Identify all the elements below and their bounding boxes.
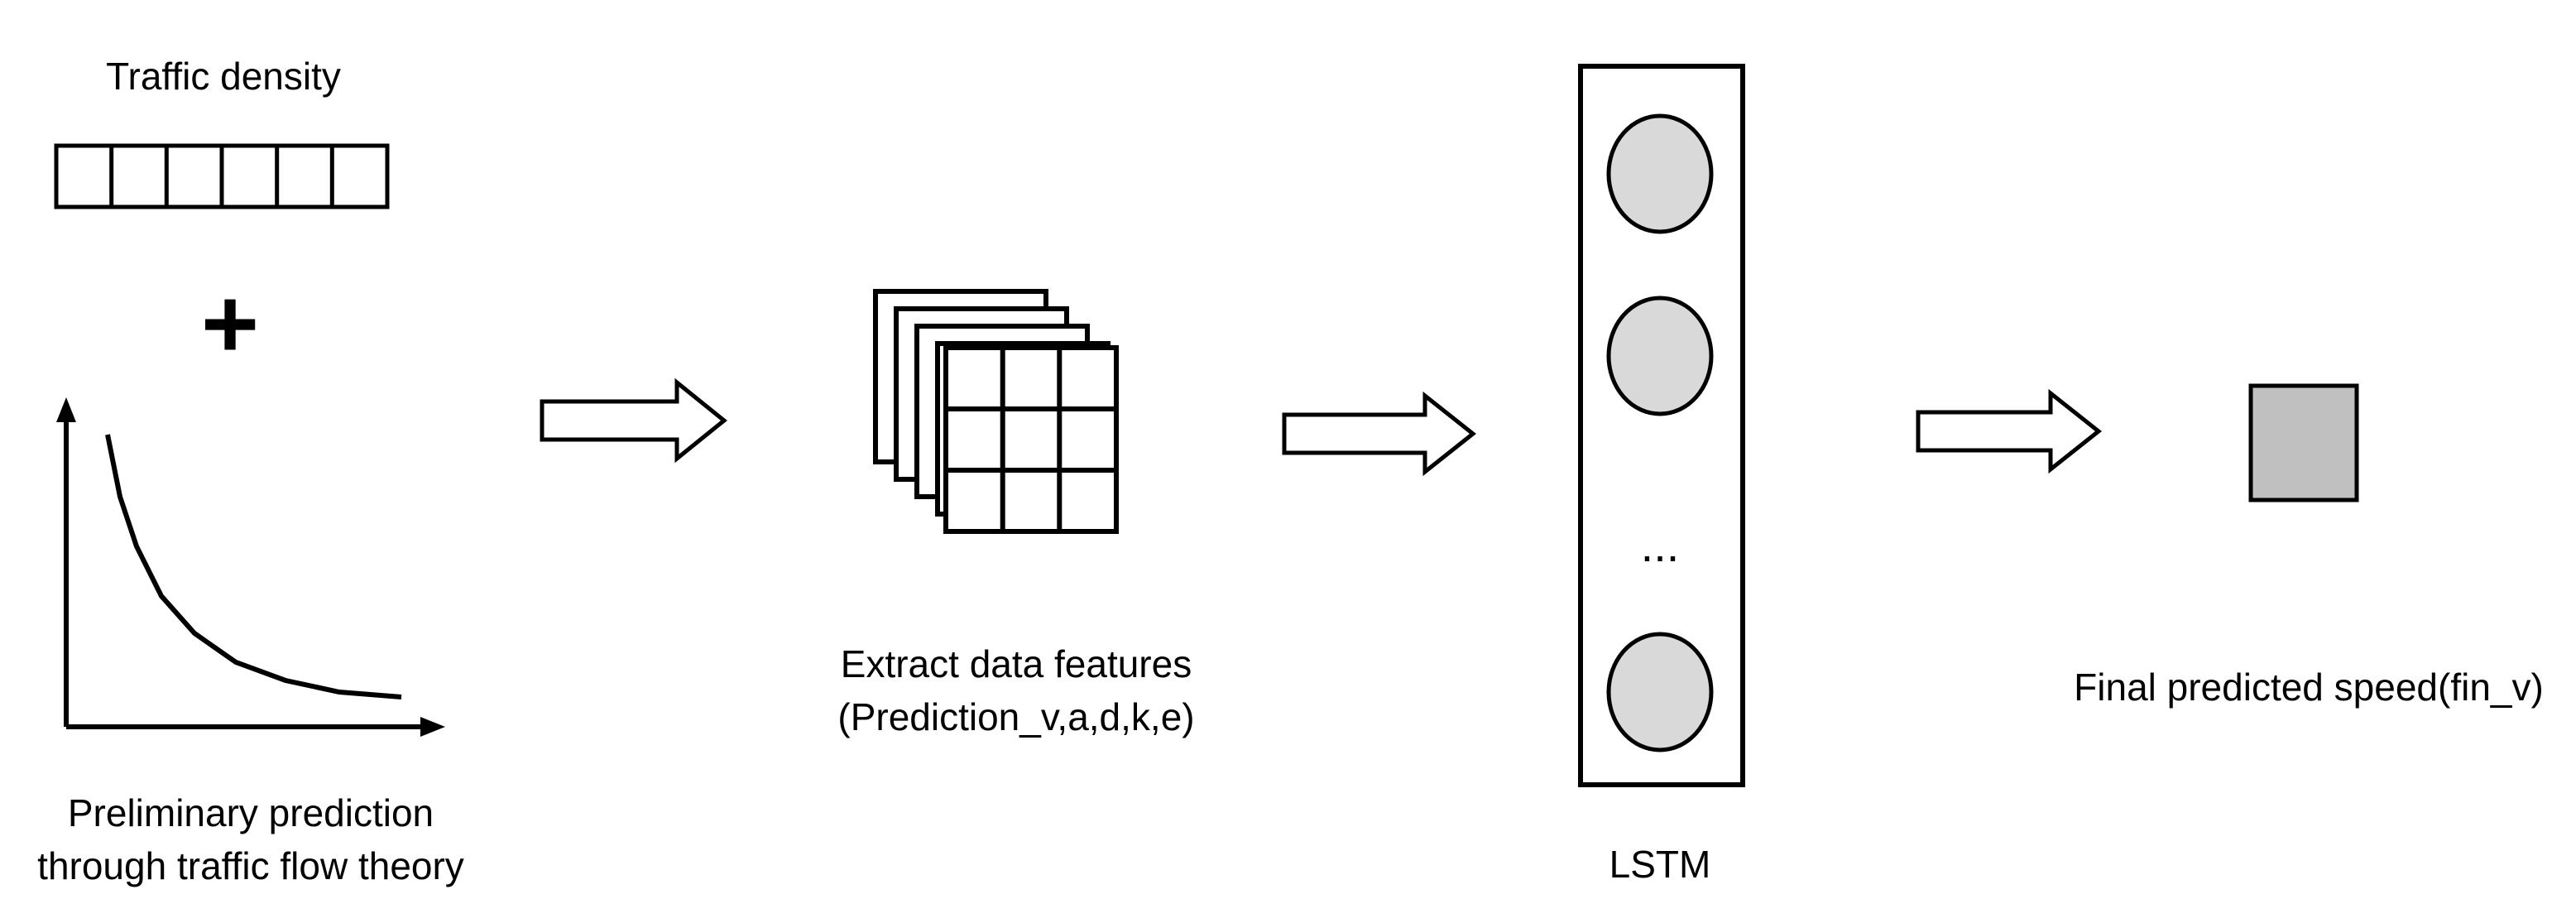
final-speed-label: Final predicted speed(fin_v) bbox=[2074, 666, 2544, 709]
traffic-density-label: Traffic density bbox=[106, 55, 341, 98]
lstm-ellipsis: ... bbox=[1641, 519, 1680, 571]
decay-curve bbox=[105, 434, 402, 699]
flow-theory-curve-plot bbox=[56, 397, 445, 737]
lstm-node-1 bbox=[1606, 113, 1714, 234]
preliminary-label-line2: through traffic flow theory bbox=[37, 844, 464, 887]
arrow-3 bbox=[1916, 388, 2103, 474]
feature-grid-stack bbox=[873, 289, 1119, 534]
extract-features-label-line1: Extract data features bbox=[841, 642, 1192, 685]
final-output-square bbox=[2248, 383, 2359, 502]
lstm-node-2 bbox=[1606, 296, 1714, 416]
extract-features-label-line2: (Prediction_v,a,d,k,e) bbox=[837, 695, 1194, 738]
preliminary-label-line1: Preliminary prediction bbox=[68, 791, 434, 834]
plus-sign: + bbox=[201, 268, 259, 379]
traffic-density-vector bbox=[54, 143, 390, 209]
lstm-node-3 bbox=[1606, 632, 1714, 752]
arrow-1 bbox=[540, 377, 727, 464]
arrow-2 bbox=[1282, 391, 1477, 477]
lstm-label: LSTM bbox=[1609, 843, 1711, 886]
lstm-block: ... bbox=[1578, 64, 1745, 787]
